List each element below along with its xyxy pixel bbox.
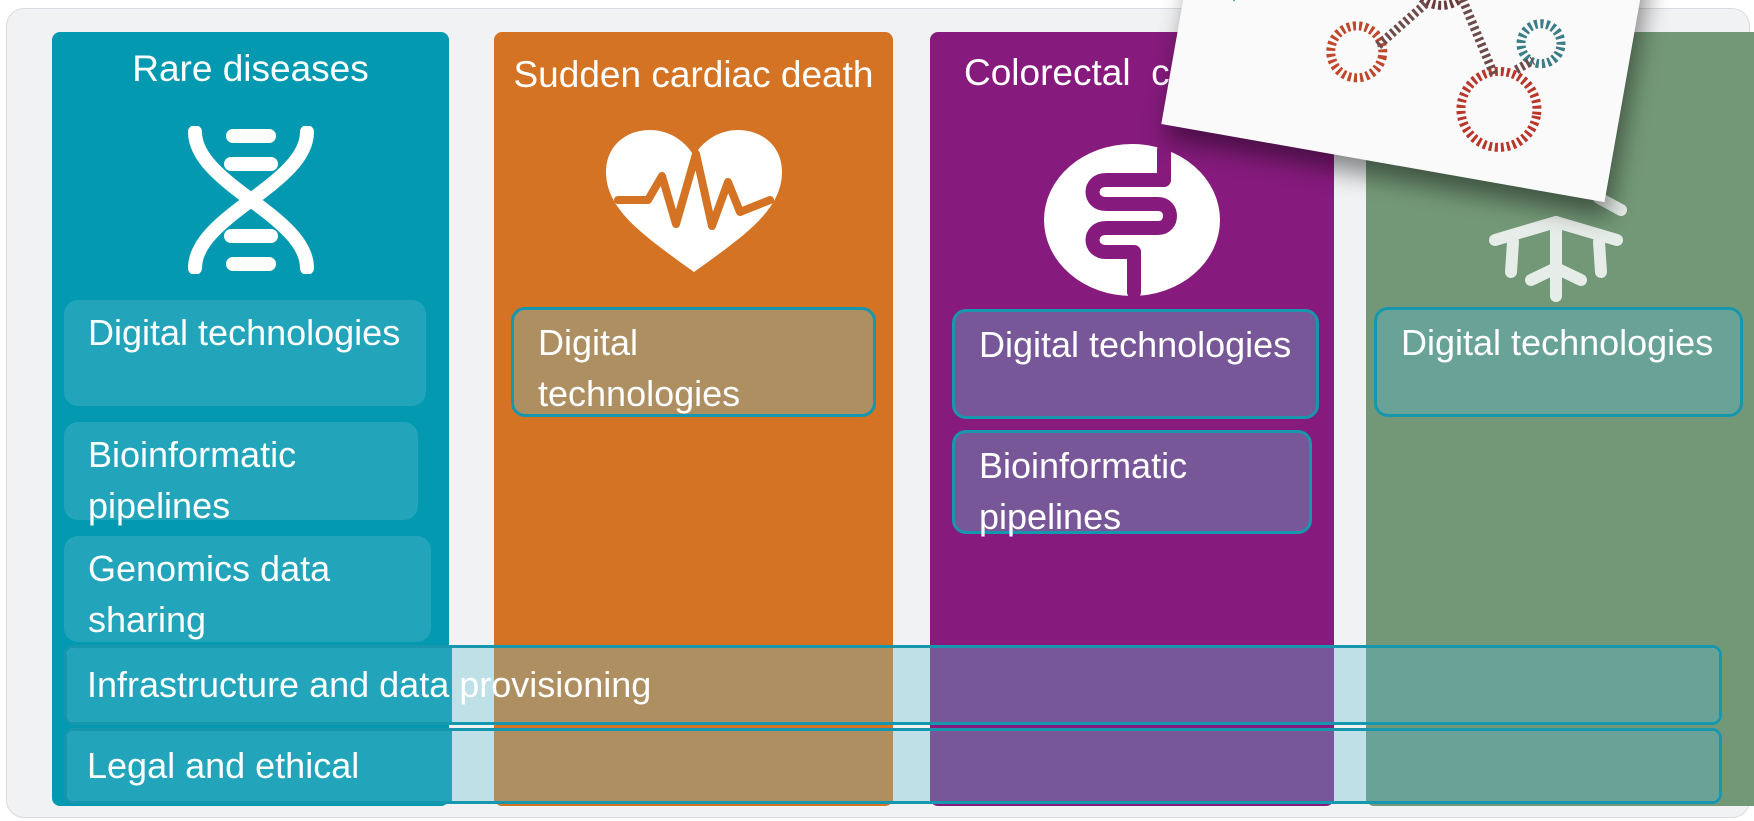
dna-icon	[187, 126, 314, 274]
cardiac-item-digital-technologies: Digital technologies	[511, 307, 876, 417]
colorectal-item-bioinformatic-pipelines: Bioinformatic pipelines	[952, 430, 1312, 537]
column-title: Rare diseases	[132, 48, 369, 89]
report-cover-image: 2018	[1161, 0, 1649, 203]
band-label: Infrastructure and data provisioning	[87, 664, 652, 705]
band-segment-cardiac	[494, 648, 893, 722]
band-infrastructure: Infrastructure and data provisioning	[64, 645, 1722, 725]
band-label: Legal and ethical	[87, 745, 360, 786]
heartbeat-icon	[605, 130, 782, 272]
colorectal-item-digital-technologies: Digital technologies	[952, 309, 1319, 419]
rare-item-bioinformatic-pipelines: Bioinformatic pipelines	[64, 422, 418, 526]
rare-item-digital-technologies: Digital technologies	[64, 300, 426, 406]
band-segment-cardiac	[494, 731, 893, 801]
column-title: Sudden cardiac death	[513, 54, 874, 95]
band-segment-rare	[67, 648, 452, 722]
fourth-item-digital-technologies: Digital technologies	[1374, 307, 1743, 417]
band-segment-fourth	[1366, 731, 1719, 801]
band-segment-colorectal	[930, 731, 1334, 801]
rare-item-genomics-data-sharing: Genomics data sharing	[64, 536, 431, 642]
band-segment-colorectal	[930, 648, 1334, 722]
band-legal-ethical: Legal and ethical	[64, 728, 1722, 804]
intestine-icon	[1044, 143, 1220, 298]
network-icon	[1326, 0, 1566, 152]
band-segment-rare	[67, 731, 452, 801]
band-segment-fourth	[1366, 648, 1719, 722]
